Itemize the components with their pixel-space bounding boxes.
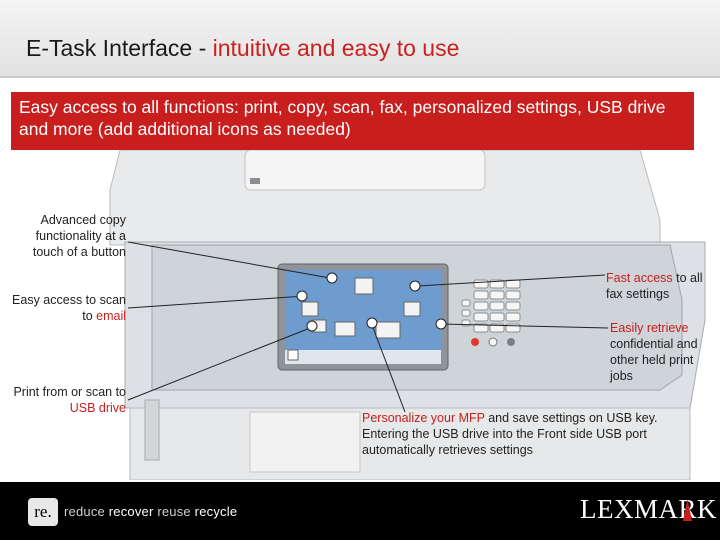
re-logo: re. (28, 498, 58, 526)
title-main: E-Task Interface - (26, 35, 213, 61)
fax-icon (403, 301, 421, 317)
callout-mfp-highlight: Personalize your MFP (362, 411, 485, 425)
tagline-reuse: reuse (157, 504, 195, 519)
held-jobs-icon (334, 321, 356, 337)
callout-copy: Advanced copy functionality at a touch o… (32, 213, 126, 259)
callout-held-jobs: Easily retrieve confidential and other h… (610, 320, 714, 384)
tagline-reduce: reduce (64, 504, 109, 519)
callout-fax-text: to all fax settings (606, 271, 703, 301)
title-highlight: intuitive and easy to use (212, 35, 460, 61)
printer-illustration (109, 150, 706, 480)
callout-usb: Print from or scan to USB drive (10, 384, 126, 416)
stop-button (471, 338, 479, 346)
callout-fax-highlight: Fast access (606, 271, 673, 285)
callout-email-text: Easy access to scan to (12, 293, 126, 323)
slide-title-bar: E-Task Interface - intuitive and easy to… (0, 0, 720, 78)
callout-usb-highlight: USB drive (69, 401, 126, 415)
copy-icon (354, 277, 374, 295)
callout-email-highlight: email (96, 309, 126, 323)
callout-usb-text: Print from or scan to (13, 385, 126, 399)
footer-tagline: reduce recover reuse recycle (64, 504, 237, 519)
feature-banner: Easy access to all functions: print, cop… (11, 92, 694, 150)
lexmark-logo-mark (683, 499, 692, 521)
callout-fax: Fast access to all fax settings (606, 270, 716, 302)
slide-title: E-Task Interface - intuitive and easy to… (26, 35, 459, 62)
usb-icon (375, 321, 401, 339)
footer-bar: re. reduce recover reuse recycle LEXMARK (0, 482, 720, 540)
tagline-recover: recover (108, 504, 158, 519)
callout-email: Easy access to scan to email (0, 292, 126, 324)
tagline-recycle: recycle (194, 504, 238, 519)
callout-held-highlight: Easily retrieve (610, 321, 689, 335)
lexmark-logo: LEXMARK (580, 494, 717, 524)
email-icon (301, 301, 319, 317)
callout-mfp: Personalize your MFP and save settings o… (362, 410, 707, 458)
callout-mfp-text: and save settings on USB key. Entering t… (362, 411, 658, 457)
callout-held-text: confidential and other held print jobs (610, 337, 698, 383)
